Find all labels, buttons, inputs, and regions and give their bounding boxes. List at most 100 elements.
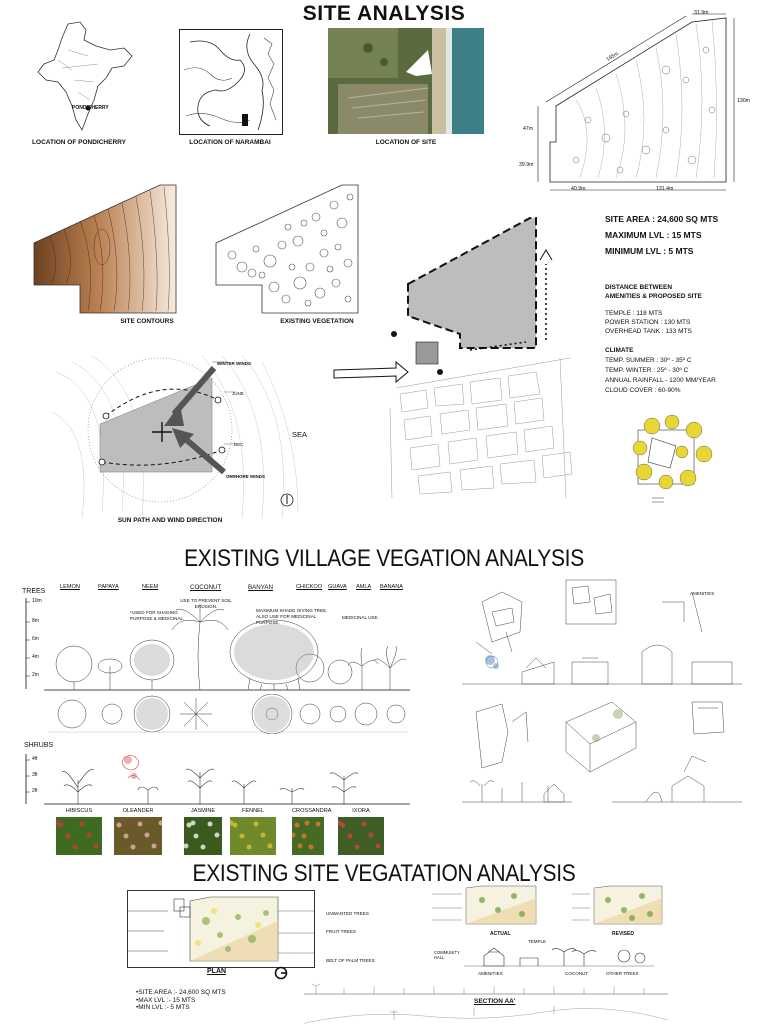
height-label: 6m: [32, 636, 39, 642]
flower-dot: [79, 821, 85, 827]
site-max-level: MAXIMUM LVL : 15 MTS: [605, 230, 702, 240]
revised-sketch: [572, 884, 672, 928]
flower-dot: [292, 832, 296, 838]
shrub-height-label: 3ft: [32, 772, 38, 778]
pondicherry-label: PONDICHERRY: [72, 105, 109, 111]
label-onshore-winds: ONSHORE WINDS: [226, 474, 266, 479]
shrub-name-hibiscus: HIBISCUS: [65, 808, 93, 814]
actual-sketch: [432, 884, 552, 928]
shrub-name-crossandra: CROSSANDRA: [292, 808, 332, 814]
title-site-analysis: SITE ANALYSIS: [302, 2, 466, 25]
note-amla: MEDICINAL USE.: [342, 615, 379, 620]
site-vegetation-plan: [127, 890, 315, 968]
legend-item: FRUIT TREES: [326, 929, 356, 934]
note-coconut: USE TO PREVENT SOIL EROSION.: [180, 598, 232, 609]
tree-name-papaya: PAPAYA: [98, 584, 119, 590]
label-june: JUNE: [232, 391, 244, 396]
dim-top: 31.9m: [694, 10, 709, 16]
shrub-photo-hibiscus: [56, 817, 102, 855]
dim-bottom-right: 131.4m: [656, 186, 674, 192]
tree-name-banana: BANANA: [380, 584, 404, 590]
flower-dot: [260, 832, 266, 838]
label-community-hall: COMMUNITY HALL: [434, 950, 460, 960]
flower-dot: [375, 843, 381, 849]
height-label: 4m: [32, 654, 39, 660]
caption-contours: SITE CONTOURS: [120, 318, 174, 325]
shrub-photo-ixora: [338, 817, 384, 855]
amenities-symbols: [464, 942, 654, 970]
flower-dot: [58, 822, 64, 828]
flower-dot: [347, 833, 353, 839]
shrub-name-ixora: IXORA: [352, 808, 370, 814]
site-min-level: MINIMUM LVL : 5 MTS: [605, 246, 694, 256]
tree-name-lemon: LEMON: [60, 584, 80, 590]
site-veg-notes: •SITE AREA :- 24,600 SQ MTS •MAX LVL :- …: [136, 989, 226, 1012]
dim-bottom-left: 40.9m: [571, 186, 586, 192]
flower-dot: [190, 820, 196, 826]
label-plan: PLAN: [207, 968, 227, 975]
flower-dot: [56, 820, 60, 826]
narambai-map: [179, 29, 283, 135]
site-dimension-plan: [516, 10, 756, 200]
dim-right: 130m: [737, 98, 750, 104]
height-label: 10m: [32, 598, 42, 604]
shrub-scale: [22, 752, 36, 806]
distance-block: DISTANCE BETWEEN AMENITIES & PROPOSED SI…: [605, 283, 765, 396]
distance-tank: OVERHEAD TANK : 133 MTS: [605, 328, 692, 335]
flower-dot: [72, 844, 78, 850]
flower-dot: [93, 843, 99, 849]
flower-dot: [308, 844, 314, 850]
distance-title-1: DISTANCE BETWEEN: [605, 284, 673, 291]
label-sea: SEA: [292, 430, 308, 439]
climate-title: CLIMATE: [605, 347, 634, 354]
flower-dot: [267, 843, 273, 849]
flower-dot: [297, 843, 303, 849]
tree-name-guava: GUAVA: [328, 584, 347, 590]
title-site-vegetation: EXISTING SITE VEGATATION ANALYSIS: [192, 860, 576, 887]
flower-dot: [315, 821, 321, 827]
section-aa-drawing: [304, 980, 668, 1024]
row-label: OTHER TREES: [606, 971, 639, 976]
tree-name-coconut: COCONUT: [190, 584, 222, 591]
climate-summer: TEMP. SUMMER : 30º - 35º C: [605, 357, 692, 364]
flower-dot: [354, 844, 360, 850]
note-neem: *USED FOR SHADING PURPOSE & MEDICINAL.: [130, 610, 185, 621]
flower-dot: [246, 844, 252, 850]
label-winter-winds: WINTER WINDS: [217, 361, 251, 366]
flower-dot: [304, 820, 310, 826]
flower-dot: [239, 833, 245, 839]
flower-dot: [116, 822, 122, 828]
legend-item: UNWANTED TREES: [326, 911, 369, 916]
tree-name-neem: NEEM: [142, 584, 159, 590]
shrub-photo-oleander: [114, 817, 162, 855]
note-banyan: MAXIMUM SHADE GIVING TREE. ALSO USE FOR …: [256, 608, 328, 625]
site-info: SITE AREA : 24,600 SQ MTS MAXIMUM LVL : …: [605, 211, 718, 259]
caption-site: LOCATION OF SITE: [375, 139, 437, 146]
shrub-elevations: [44, 748, 410, 808]
tree-name-amla: AMLA: [356, 584, 372, 590]
shrub-photo-fennel: [230, 817, 276, 855]
tree-elevations: [44, 596, 410, 694]
climate-cloud: CLOUD COVER : 60-90%: [605, 387, 681, 394]
village-sketches: [462, 572, 742, 822]
existing-vegetation-drawing: [212, 183, 362, 315]
flower-dot: [340, 822, 346, 828]
shrubs-label: SHRUBS: [24, 742, 54, 749]
flower-dot: [253, 821, 259, 827]
india-map: [28, 20, 138, 138]
sun-path-diagram: [52, 352, 302, 520]
shrub-name-oleander: OLEANDER: [122, 808, 154, 814]
shrub-name-jasmine: JASMINE: [190, 808, 216, 814]
plan-north-icon: [274, 966, 288, 980]
shrub-height-label: 4ft: [32, 756, 38, 762]
flower-dot: [368, 832, 374, 838]
flower-dot: [294, 822, 300, 828]
note-min-level: •MIN LVL :- 5 MTS: [136, 1004, 190, 1011]
label-temple: TEMPLE: [528, 939, 547, 944]
flower-dot: [184, 843, 189, 849]
flower-dot: [123, 833, 129, 839]
height-scale: [22, 596, 52, 691]
caption-narambai: LOCATION OF NARAMBAI: [189, 139, 271, 146]
site-area: SITE AREA : 24,600 SQ MTS: [605, 214, 719, 224]
flower-dot: [86, 832, 92, 838]
